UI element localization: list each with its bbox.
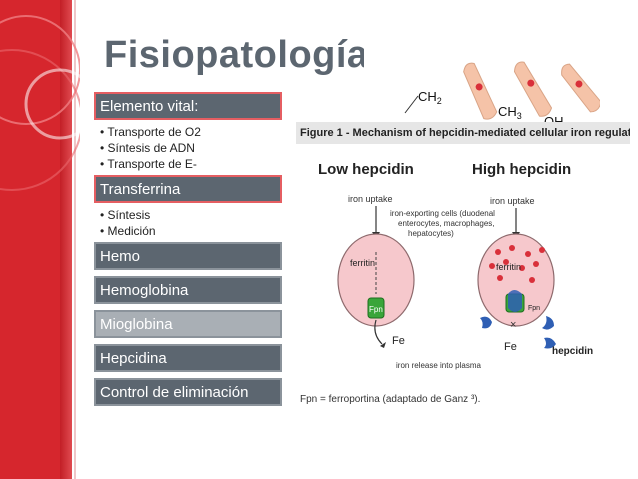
menu-item-hepcidina[interactable]: Hepcidina: [94, 344, 282, 372]
ferritin-right-label: ferritin: [496, 262, 521, 272]
hepcidin-label: hepcidin: [552, 346, 593, 357]
ch3-label: CH3: [498, 104, 522, 121]
blocked-mark: ×: [510, 319, 516, 331]
hepcidin-diagram: Low hepcidin High hepcidin iron uptake i…: [318, 161, 593, 370]
fpn-left-label: Fpn: [369, 305, 383, 314]
hepcidin-figure: Figure 1 - Mechanism of hepcidin-mediate…: [296, 122, 630, 412]
figure-caption: Fpn = ferroportina (adaptado de Ganz ³).: [300, 394, 481, 405]
ch2-label: CH2: [418, 89, 442, 106]
fe-right-label: Fe: [504, 341, 517, 353]
iron-uptake-right: iron uptake: [490, 196, 535, 206]
slide-title: Fisiopatología: [104, 34, 364, 76]
bullet-item: Síntesis de ADN: [100, 140, 282, 156]
topic-menu: Elemento vital: Transporte de O2 Síntesi…: [94, 92, 282, 406]
cell-fragment-2: [513, 61, 553, 117]
elemento-bullet-list: Transporte de O2 Síntesis de ADN Transpo…: [94, 120, 282, 175]
iron-release-label: iron release into plasma: [396, 361, 481, 370]
menu-item-mioglobina[interactable]: Mioglobina: [94, 310, 282, 338]
cell-fragment-3: [561, 63, 600, 113]
chemistry-background: CH2 CH3 OH: [404, 61, 600, 128]
bullet-item: Transporte de E-: [100, 156, 282, 172]
cell-right: [477, 233, 555, 327]
cells-line-1: iron-exporting cells (duodenal: [390, 209, 495, 218]
bullet-item: Medición: [100, 223, 282, 239]
menu-item-control-eliminacion[interactable]: Control de eliminación: [94, 378, 282, 406]
menu-item-elemento-vital[interactable]: Elemento vital:: [94, 92, 282, 120]
ferroportin-left: [367, 297, 385, 319]
cells-line-3: hepatocytes): [408, 229, 454, 238]
menu-item-hemo[interactable]: Hemo: [94, 242, 282, 270]
high-hepcidin-label: High hepcidin: [472, 161, 571, 178]
menu-item-hemoglobina[interactable]: Hemoglobina: [94, 276, 282, 304]
ferritin-left-label: ferritin: [350, 258, 375, 268]
bullet-item: Transporte de O2: [100, 124, 282, 140]
red-band-shade: [60, 0, 72, 479]
low-hepcidin-label: Low hepcidin: [318, 161, 414, 178]
fpn-right-label: Fpn: [528, 305, 540, 312]
decorative-circles: [0, 15, 80, 191]
bullet-item: Síntesis: [100, 207, 282, 223]
fe-left-label: Fe: [392, 335, 405, 347]
cells-line-2: enterocytes, macrophages,: [398, 219, 495, 228]
figure-heading: Figure 1 - Mechanism of hepcidin-mediate…: [296, 122, 630, 144]
transferrina-bullet-list: Síntesis Medición: [94, 203, 282, 242]
cell-fragment-1: [463, 62, 498, 120]
menu-item-transferrina[interactable]: Transferrina: [94, 175, 282, 203]
iron-uptake-left: iron uptake: [348, 194, 393, 204]
hepcidin-molecules: [480, 316, 556, 349]
band-divider-line: [74, 0, 76, 479]
